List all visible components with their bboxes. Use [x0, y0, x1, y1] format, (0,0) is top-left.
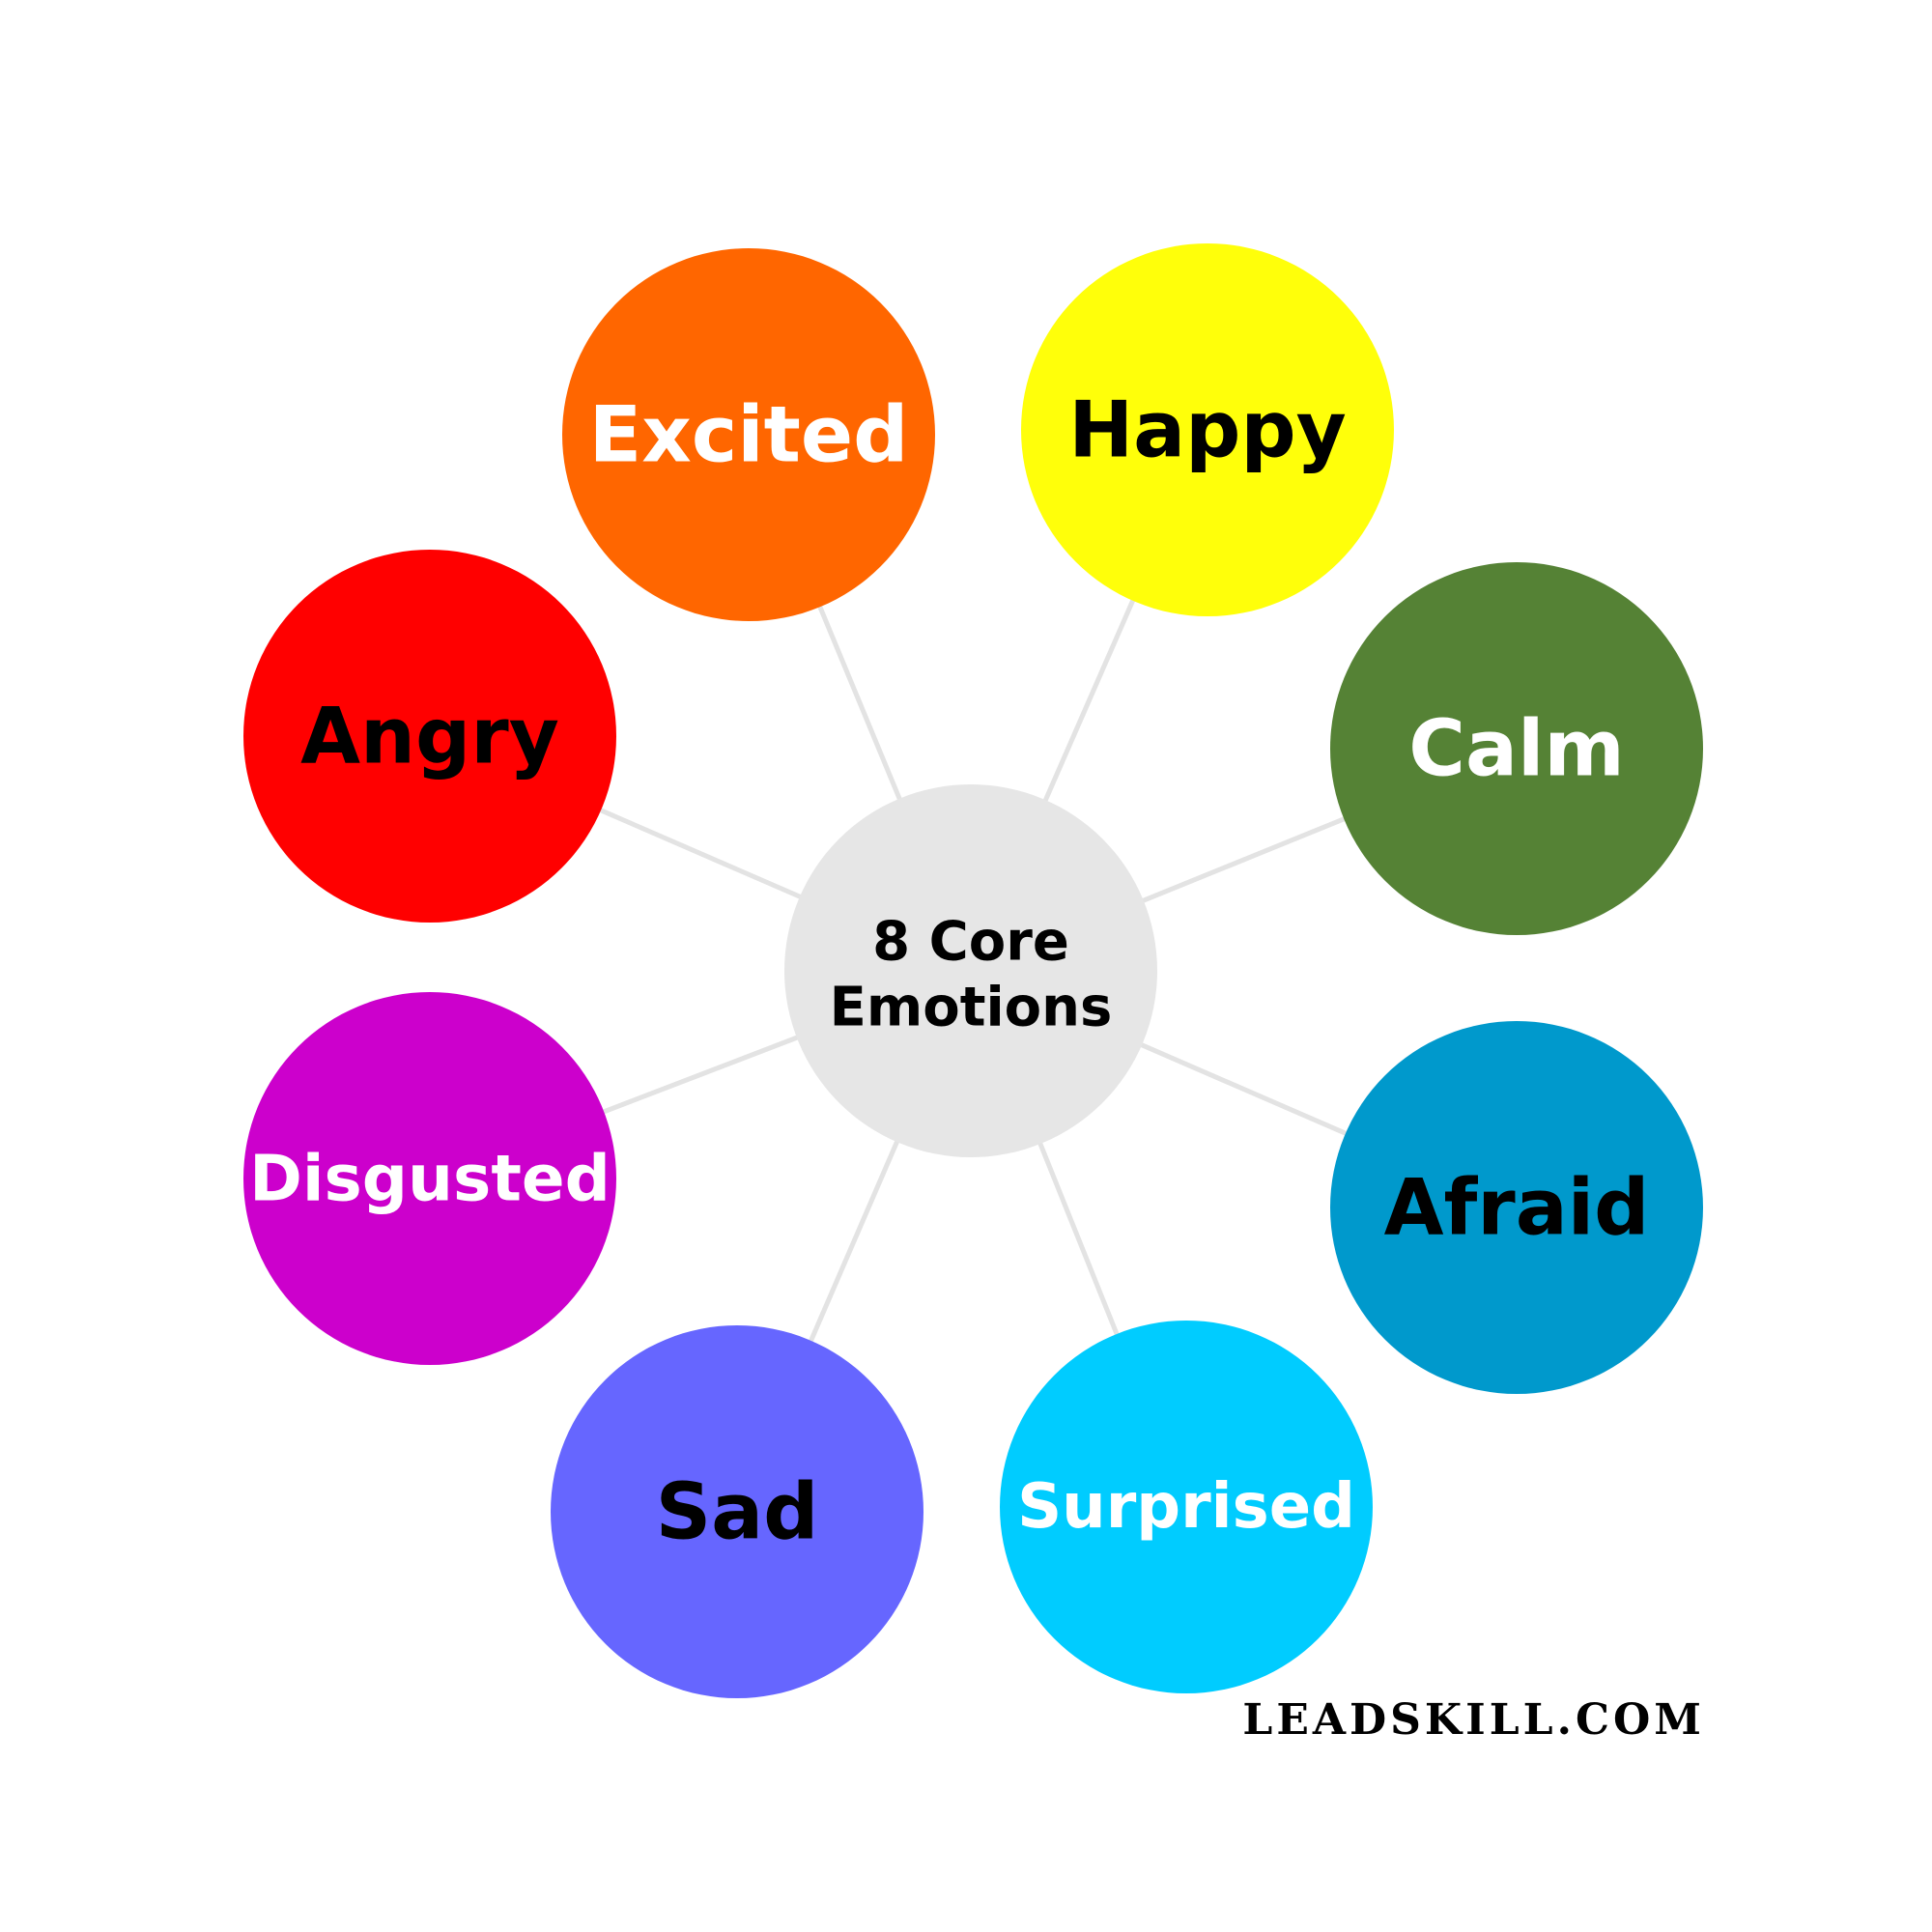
emotion-label-disgusted: Disgusted: [249, 1142, 611, 1216]
connector-sad: [807, 1137, 901, 1346]
hub-title-line-1: 8 Core: [872, 911, 1069, 974]
emotion-circle-angry: [243, 550, 616, 923]
emotion-node-angry: Angry: [243, 550, 616, 923]
connector-disgusted: [599, 1034, 802, 1116]
connector-angry: [596, 806, 805, 901]
emotion-circle-sad: [551, 1325, 923, 1698]
emotion-node-excited: Excited: [562, 248, 935, 621]
emotion-node-afraid: Afraid: [1330, 1021, 1703, 1394]
hub-node: 8 Core Emotions: [784, 784, 1157, 1157]
connector-surprised: [1037, 1139, 1121, 1339]
emotion-circle-afraid: [1330, 1021, 1703, 1394]
connector-afraid: [1137, 1040, 1350, 1138]
emotion-label-calm: Calm: [1408, 704, 1624, 794]
emotion-label-afraid: Afraid: [1384, 1163, 1650, 1253]
emotion-label-sad: Sad: [656, 1467, 819, 1557]
emotion-node-calm: Calm: [1330, 562, 1703, 935]
emotion-label-excited: Excited: [589, 390, 909, 480]
emotion-node-sad: Sad: [551, 1325, 923, 1698]
connectors: [596, 596, 1350, 1346]
emotion-circle-happy: [1021, 243, 1394, 616]
emotion-node-happy: Happy: [1021, 243, 1394, 616]
emotion-node-disgusted: Disgusted: [243, 992, 616, 1365]
emotion-node-surprised: Surprised: [1000, 1321, 1373, 1693]
emotion-label-surprised: Surprised: [1017, 1471, 1355, 1543]
hub-circle: [784, 784, 1157, 1157]
emotion-circle-disgusted: [243, 992, 616, 1365]
emotion-circle-excited: [562, 248, 935, 621]
brand-watermark: LEADSKILL.COM: [1242, 1695, 1705, 1745]
emotion-circle-calm: [1330, 562, 1703, 935]
connector-happy: [1041, 596, 1137, 805]
connector-calm: [1139, 814, 1349, 905]
emotion-label-angry: Angry: [300, 692, 559, 781]
connector-excited: [816, 602, 903, 804]
emotion-label-happy: Happy: [1068, 385, 1347, 475]
emotion-circle-surprised: [1000, 1321, 1373, 1693]
hub-title-line-2: Emotions: [830, 977, 1113, 1039]
